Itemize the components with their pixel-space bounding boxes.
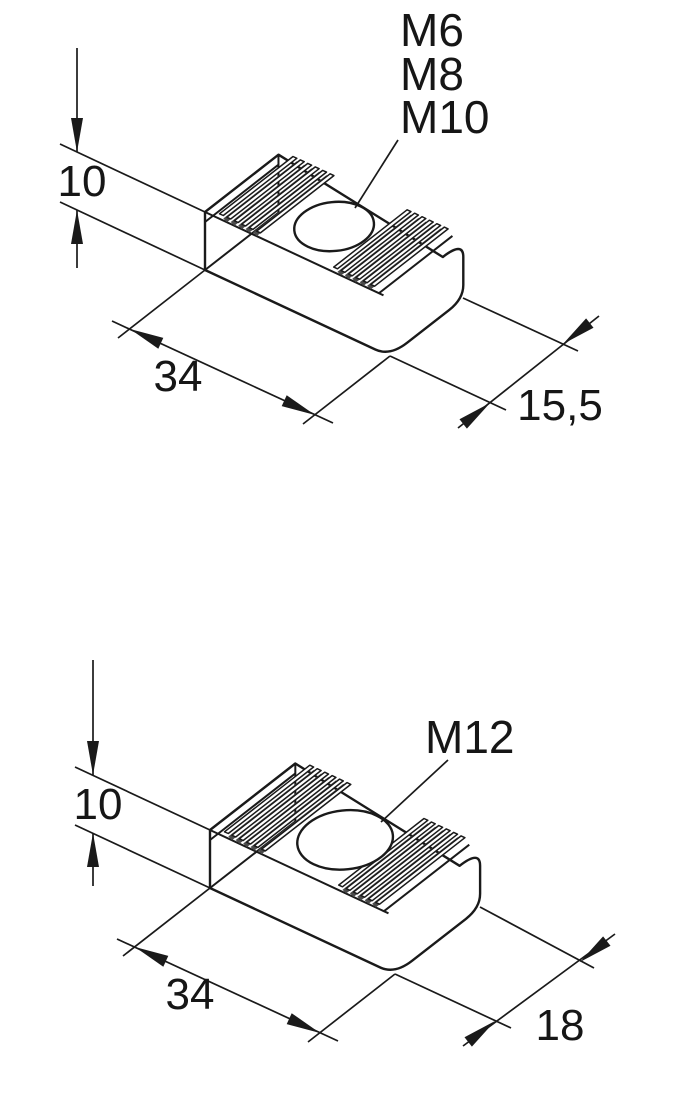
dim-length-bottom: 34 <box>166 970 215 1019</box>
dimension-lines-bottom-figure <box>74 660 616 1047</box>
dim-width-top: 15,5 <box>517 381 603 430</box>
dim-height-bottom: 10 <box>74 780 123 829</box>
figure-nut-m6-m10: M6 M8 M10 10 34 15,5 <box>58 4 603 430</box>
threaded-hole <box>296 808 395 871</box>
thread-label-m10: M10 <box>400 91 489 143</box>
dim-height-top: 10 <box>58 157 107 206</box>
figure-nut-m12: M12 10 34 18 <box>74 660 616 1050</box>
dim-length-top: 34 <box>154 352 203 401</box>
nut-body-bottom-figure <box>208 762 482 971</box>
thread-label-m12: M12 <box>425 711 514 763</box>
nut-body-top-figure <box>203 153 465 353</box>
threaded-hole <box>293 200 376 253</box>
dim-width-bottom: 18 <box>536 1001 585 1050</box>
dimension-lines-top-figure <box>59 48 600 429</box>
thread-label-m6: M6 <box>400 4 464 56</box>
thread-label-m8: M8 <box>400 48 464 100</box>
